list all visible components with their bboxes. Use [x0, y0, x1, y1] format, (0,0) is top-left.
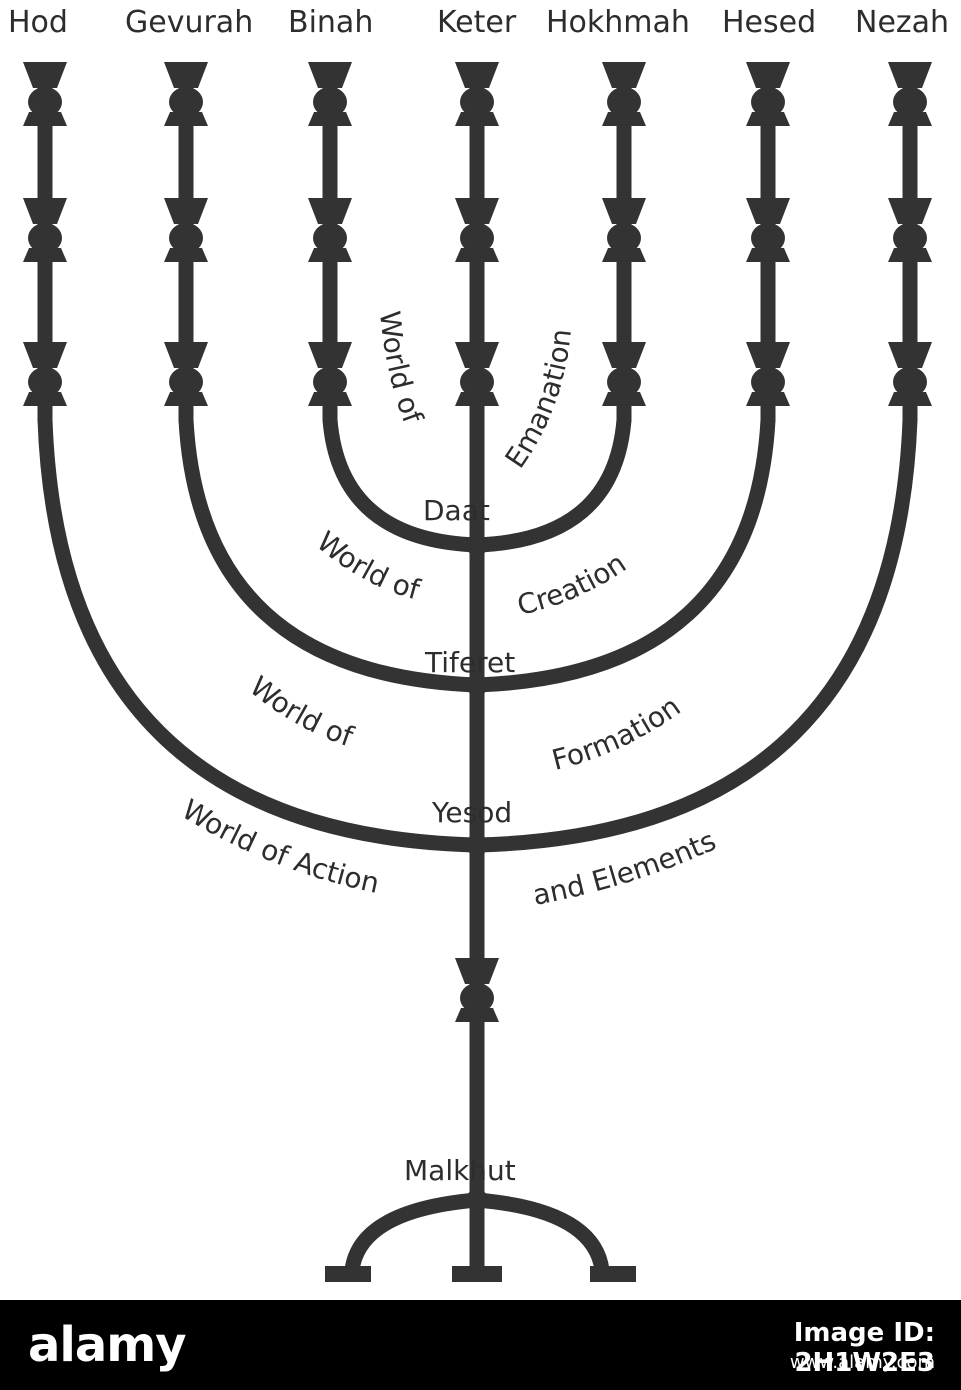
cup-ornament — [455, 198, 499, 262]
cup-ornament — [888, 198, 932, 262]
label-hod: Hod — [8, 5, 68, 40]
cup-ornament — [602, 62, 646, 126]
cup-ornament — [164, 198, 208, 262]
brand-logo: alamy — [28, 1317, 187, 1373]
menorah-base — [325, 1192, 636, 1282]
node-labels: Daat Tiferet Yesod Malkhut — [404, 494, 516, 1187]
junction-knobs — [466, 534, 488, 1211]
cup-ornament — [602, 198, 646, 262]
cup-ornament — [455, 958, 499, 1022]
cup-ornament — [602, 342, 646, 406]
cup-ornament — [746, 62, 790, 126]
label-world-emanation-right: Emanation — [499, 327, 578, 474]
cup-ornament — [23, 198, 67, 262]
cup-ornament — [455, 62, 499, 126]
cup-ornament — [888, 342, 932, 406]
label-nezah: Nezah — [855, 5, 949, 40]
label-binah: Binah — [288, 5, 373, 40]
label-world-formation-left: World of — [244, 670, 359, 754]
label-hokhmah: Hokhmah — [546, 5, 690, 40]
footer-url: www.alamy.com — [789, 1352, 935, 1373]
cup-ornament — [23, 62, 67, 126]
cup-ornaments — [23, 62, 932, 1022]
cup-ornament — [164, 62, 208, 126]
label-gevurah: Gevurah — [125, 5, 253, 40]
cup-ornament — [455, 342, 499, 406]
cup-ornament — [308, 342, 352, 406]
label-daat: Daat — [423, 494, 490, 527]
label-world-creation-right: Creation — [514, 546, 632, 622]
cup-ornament — [308, 62, 352, 126]
cup-ornament — [308, 198, 352, 262]
cup-ornament — [746, 198, 790, 262]
menorah-diagram: Hod Gevurah Binah Keter Hokhmah Hesed Ne… — [8, 5, 949, 1282]
label-tiferet: Tiferet — [424, 646, 515, 679]
image-id-text: Image ID: 2H1W2E3 — [793, 1318, 935, 1378]
label-world-formation-right: Formation — [549, 690, 687, 777]
label-hesed: Hesed — [722, 5, 816, 40]
label-keter: Keter — [437, 5, 517, 40]
cup-ornament — [888, 62, 932, 126]
label-yesod: Yesod — [431, 796, 512, 829]
sefirot-labels: Hod Gevurah Binah Keter Hokhmah Hesed Ne… — [8, 5, 949, 40]
stock-footer-bar: alamy Image ID: 2H1W2E3 www.alamy.com — [0, 1300, 961, 1390]
label-malkhut: Malkhut — [404, 1154, 516, 1187]
cup-ornament — [164, 342, 208, 406]
label-world-emanation-left: World of — [373, 309, 430, 428]
cup-ornament — [23, 342, 67, 406]
cup-ornament — [746, 342, 790, 406]
